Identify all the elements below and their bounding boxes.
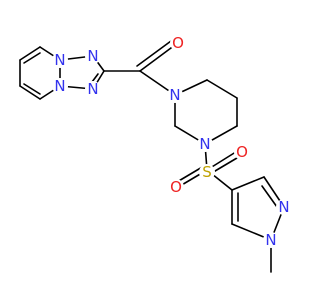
atom-label: N <box>87 80 98 98</box>
bond <box>19 46 41 61</box>
bonds-layer <box>19 40 285 273</box>
atom-label: N <box>169 86 180 104</box>
atom-label: S <box>202 163 212 181</box>
atom-nitrogen: N <box>263 231 279 249</box>
atom-nitrogen: N <box>85 47 101 65</box>
atom-label: N <box>87 47 98 65</box>
bond <box>139 44 176 72</box>
bond <box>261 185 278 208</box>
bond <box>209 154 243 175</box>
atom-label: O <box>170 178 182 196</box>
atom-label: N <box>54 77 65 95</box>
atom-nitrogen: N <box>167 86 183 104</box>
molecule-diagram: N N N N O N N S <box>19 34 292 273</box>
bond <box>176 165 205 183</box>
atom-nitrogen: N <box>52 77 68 95</box>
atom-label: N <box>54 51 65 69</box>
atom-oxygen: O <box>168 178 184 196</box>
bond <box>19 85 41 100</box>
atom-oxygen: O <box>170 34 186 52</box>
bond <box>23 52 41 64</box>
atom-nitrogen: N <box>85 80 101 98</box>
atom-nitrogen: N <box>276 198 292 216</box>
bond <box>231 176 265 191</box>
atom-label: O <box>236 143 248 161</box>
atom-oxygen: O <box>234 143 250 161</box>
atom-nitrogen: N <box>197 135 213 153</box>
atom-nitrogen: N <box>52 51 68 69</box>
atom-label: N <box>278 198 289 216</box>
atom-label: N <box>265 231 276 249</box>
atoms-layer: N N N N O N N S <box>52 34 292 249</box>
atom-sulfur: S <box>199 163 215 181</box>
atom-label: O <box>172 34 184 52</box>
atom-label: N <box>199 135 210 153</box>
bond <box>206 79 238 99</box>
bond <box>23 83 41 95</box>
bond <box>136 40 172 67</box>
